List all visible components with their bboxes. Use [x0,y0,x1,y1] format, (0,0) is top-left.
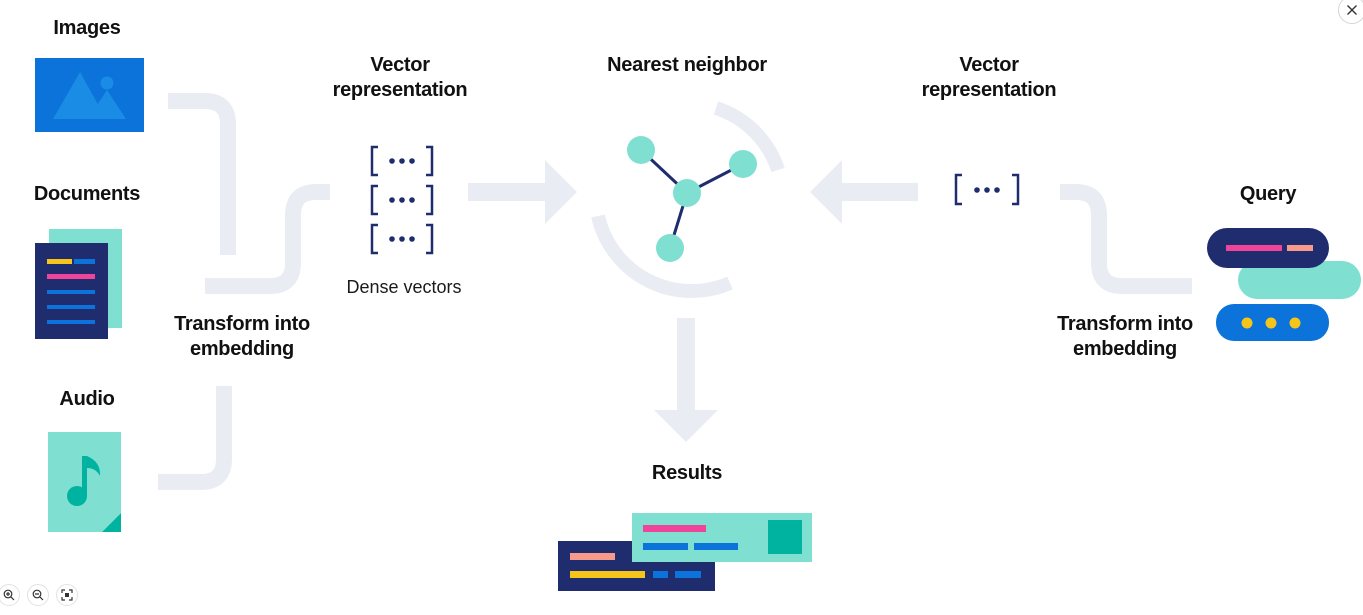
connector-to-vectors [205,184,330,294]
close-icon [1347,5,1357,15]
dense-vector-dots [389,158,415,242]
label-vector-left-line2: representation [332,79,468,101]
nearest-neighbor-graph [627,136,757,262]
arrow-head-down [654,410,718,442]
query-chat-icon [1207,228,1361,341]
fit-screen-button[interactable] [56,584,78,606]
connector-images [168,93,236,255]
results-cards [558,513,812,591]
label-vector-left-line1: Vector [370,54,430,76]
query-vector-dots [974,187,1000,193]
nn-arc-lower [591,214,733,298]
label-vector-right-line1: Vector [959,54,1019,76]
close-button[interactable] [1338,0,1363,24]
dense-vector-brackets [370,145,434,255]
label-vector-right: Vector representation [909,53,1069,103]
label-transform-left-line2: embedding [190,338,294,360]
nn-arc-upper [713,101,785,173]
arrow-head-right [545,160,577,224]
image-icon [35,58,144,132]
zoom-in-icon [3,589,15,601]
label-transform-right: Transform into embedding [1043,312,1207,362]
connector-query [1060,184,1192,294]
label-transform-right-line1: Transform into [1057,313,1193,335]
flow-connectors [158,93,1192,490]
label-vector-right-line2: representation [921,79,1057,101]
arrow-heads [545,160,842,442]
label-documents: Documents [33,183,141,205]
audio-file-icon [48,432,121,532]
document-icon [35,229,122,339]
connector-audio [158,386,232,490]
label-transform-left-line1: Transform into [174,313,310,335]
label-nearest-neighbor: Nearest neighbor [607,54,767,76]
label-audio: Audio [59,388,115,410]
zoom-out-button[interactable] [27,584,49,606]
fit-screen-icon [61,589,73,601]
label-results: Results [651,462,723,484]
label-images: Images [53,17,121,39]
zoom-out-icon [32,589,44,601]
label-transform-right-line2: embedding [1073,338,1177,360]
label-query: Query [1239,183,1297,205]
zoom-in-button[interactable] [0,584,20,606]
query-vector-bracket [954,173,1020,206]
label-vector-left: Vector representation [320,53,480,103]
label-transform-left: Transform into embedding [160,312,324,362]
arrow-head-left [810,160,842,224]
label-dense-vectors: Dense vectors [346,277,462,297]
